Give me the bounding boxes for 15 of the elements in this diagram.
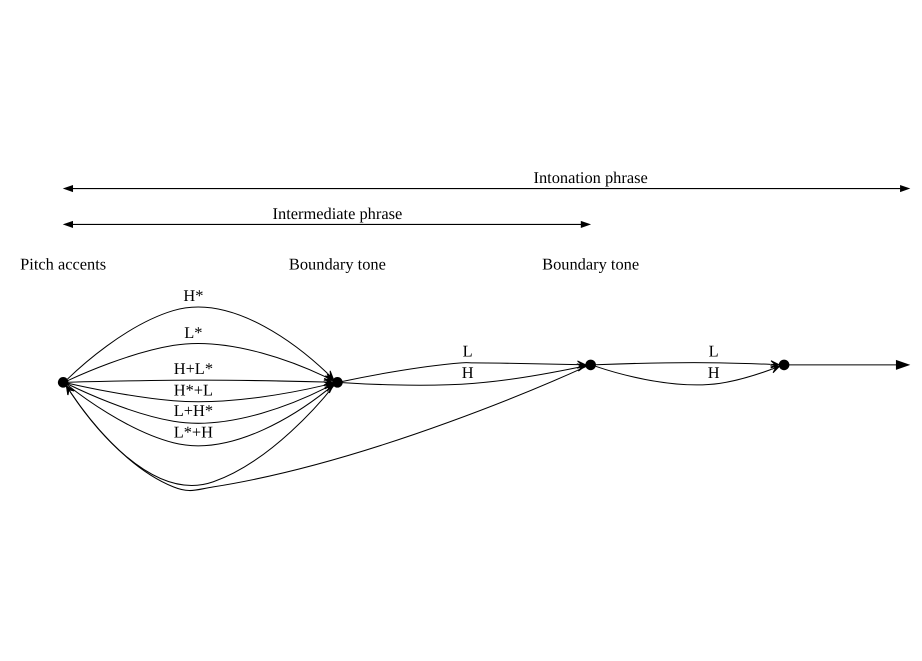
edge-label: H* [183, 286, 204, 306]
label: Boundary tone [542, 254, 640, 274]
edge-label: H+L* [174, 358, 214, 378]
edge-label: L* [184, 323, 202, 342]
label: Boundary tone [288, 254, 386, 274]
edge-label: H [462, 363, 474, 382]
edge-label: L*+H [174, 422, 214, 442]
label: Intonation phrase [534, 168, 648, 188]
edge-label: H [708, 363, 720, 382]
label: Pitch accents [20, 254, 106, 274]
edge-label: L+H* [174, 400, 214, 420]
label: Intermediate phrase [272, 204, 402, 224]
edge-label: L [708, 341, 719, 360]
edge-label: H*+L [174, 380, 214, 400]
edge-label: L [462, 341, 473, 360]
